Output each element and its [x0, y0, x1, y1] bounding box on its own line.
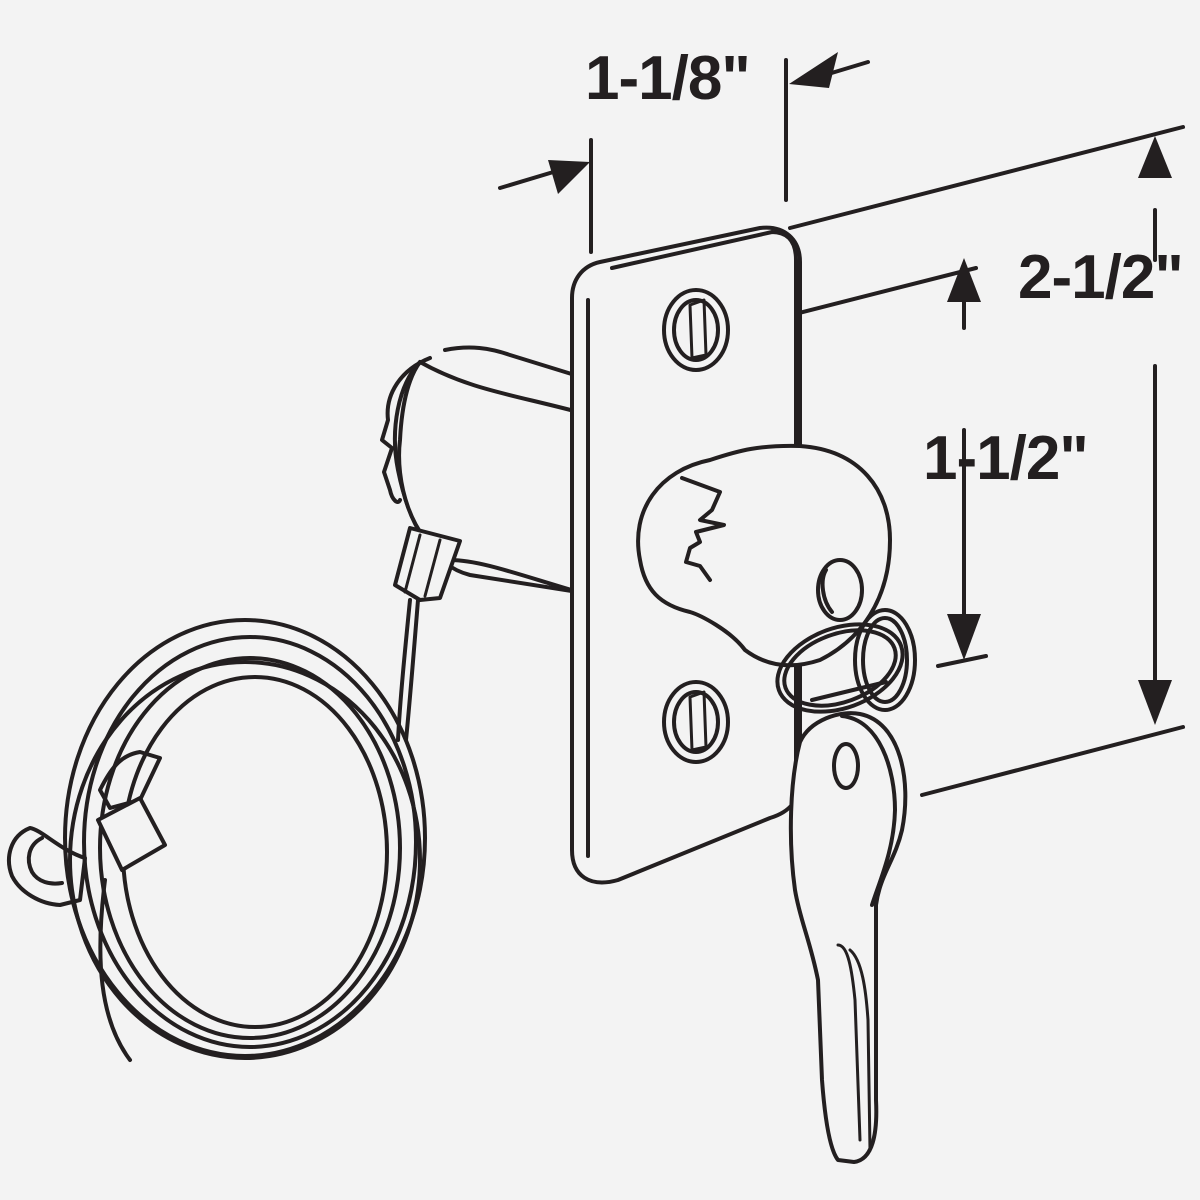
pull-cable-coil: [7, 598, 427, 1062]
hole-spacing-dimension-label: 1-1/2": [923, 424, 1089, 493]
key: [788, 711, 908, 1164]
width-dimension-label: 1-1/8": [585, 44, 751, 113]
width-dimension-lines: [498, 52, 870, 254]
lock-cylinder-body: [380, 345, 580, 602]
height-dimension-label: 2-1/2": [1018, 243, 1184, 312]
key-ring: [775, 608, 917, 714]
height-dimension-lines: [788, 125, 1185, 797]
screw-hole-top: [662, 288, 730, 372]
screw-hole-bottom: [662, 680, 730, 764]
lock-face: [636, 443, 892, 668]
